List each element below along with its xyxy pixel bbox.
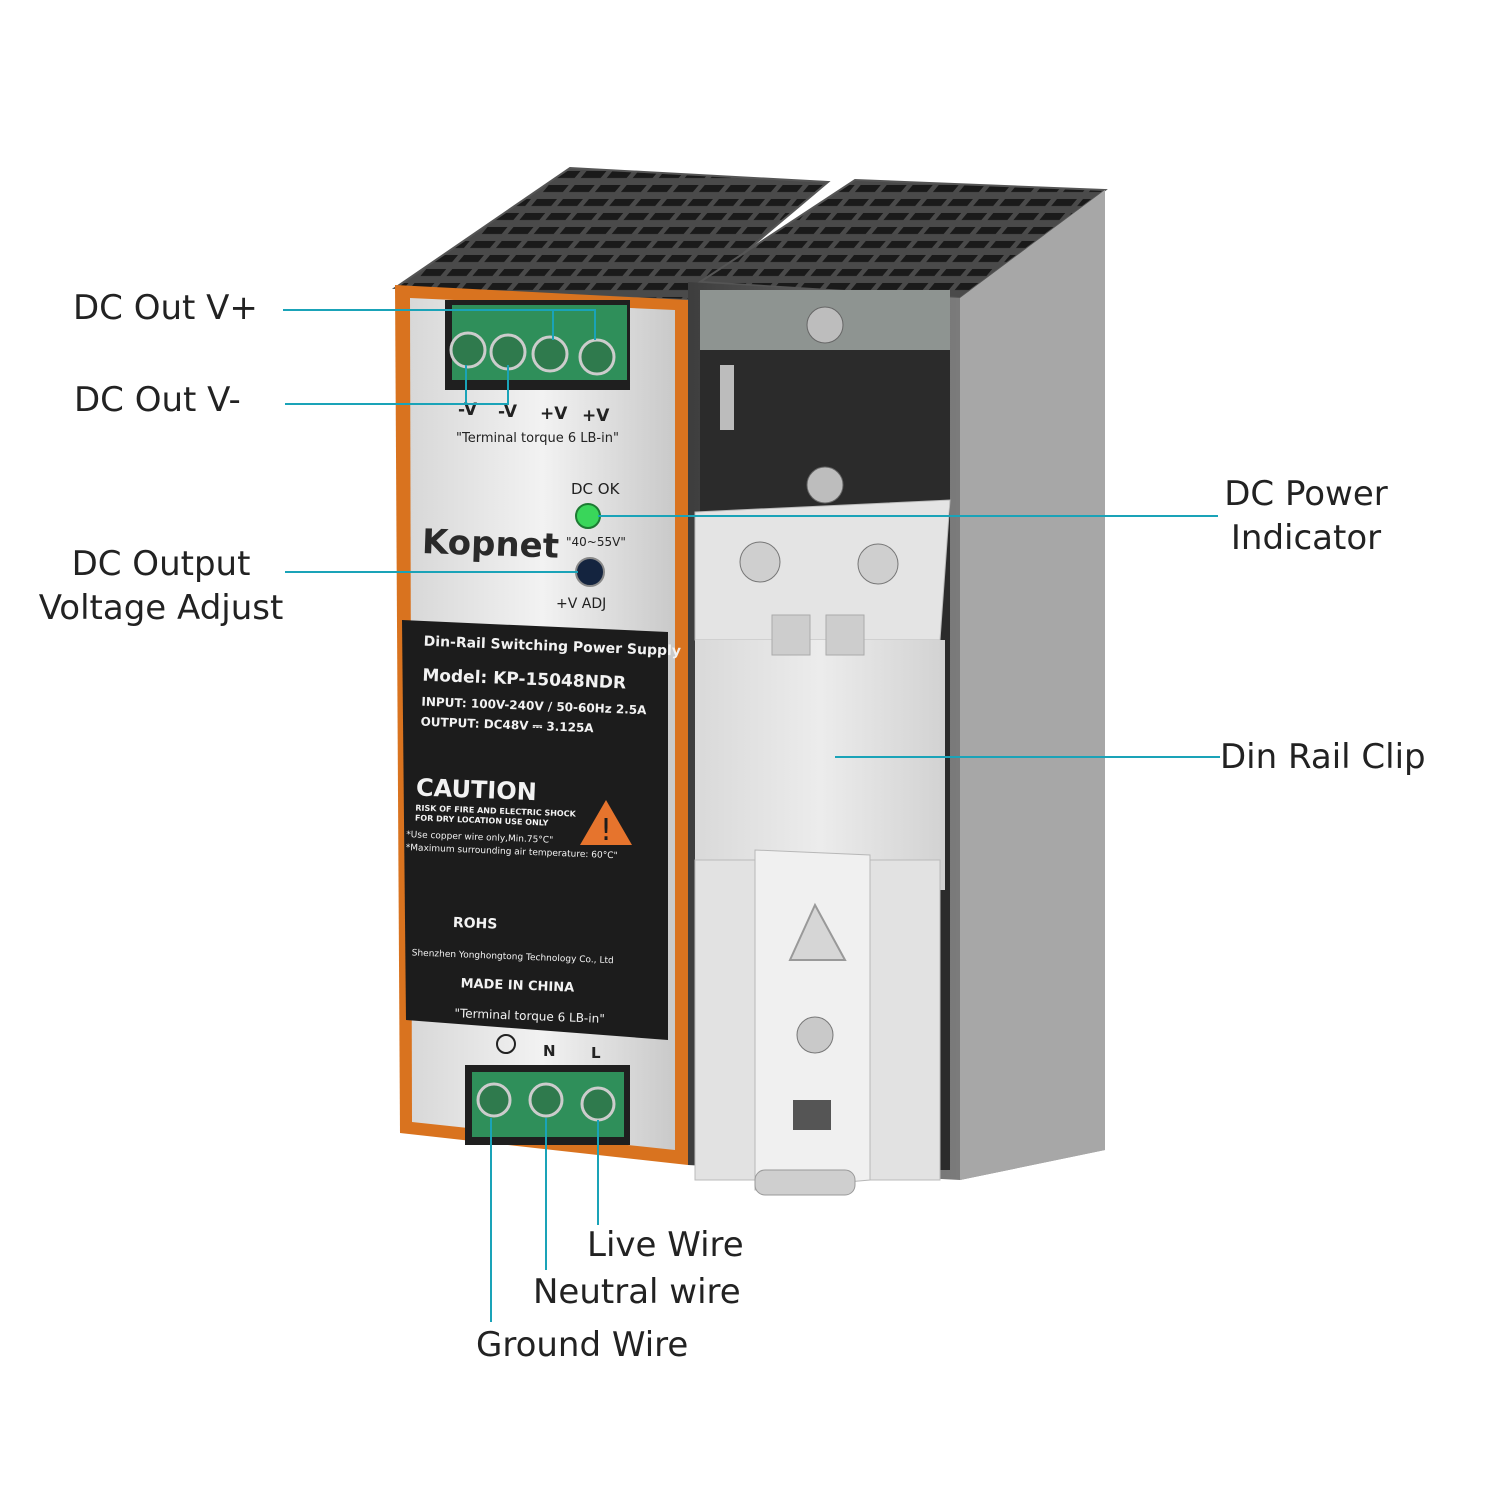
brand-logo: Kopnet <box>421 522 559 567</box>
callout-dc-output-adjust-line1: DC Output <box>71 544 251 584</box>
line-dc-out-vminus <box>285 365 509 405</box>
line-dc-out-vplus <box>283 309 596 340</box>
label-made-in: MADE IN CHINA <box>460 976 574 995</box>
label-caution: CAUTION <box>416 773 538 806</box>
callout-dc-output-adjust-line2: Voltage Adjust <box>38 588 284 628</box>
ground-symbol-icon <box>496 1034 516 1054</box>
terminal-label-4: +V <box>582 406 610 426</box>
callout-dc-power-indicator: DC Power Indicator <box>1218 472 1394 560</box>
callout-ground-wire: Ground Wire <box>476 1325 689 1365</box>
input-label-l: L <box>591 1044 601 1062</box>
dc-ok-label: DC OK <box>571 480 621 498</box>
callout-dc-output-adjust: DC Output Voltage Adjust <box>38 542 284 630</box>
adj-label: +V ADJ <box>556 596 606 612</box>
callout-dc-out-vplus: DC Out V+ <box>73 288 258 328</box>
terminal-label-2: -V <box>498 402 518 422</box>
label-certs: ROHS <box>453 915 498 933</box>
svg-text:!: ! <box>600 813 612 848</box>
terminal-label-3: +V <box>540 404 568 424</box>
callout-neutral-wire: Neutral wire <box>533 1272 741 1312</box>
callout-dc-power-indicator-line1: DC Power <box>1224 474 1388 514</box>
callout-din-rail-clip: Din Rail Clip <box>1220 737 1426 777</box>
terminal-torque-bottom: "Terminal torque 6 LB-in" <box>454 1006 605 1026</box>
voltage-range: "40~55V" <box>566 535 626 549</box>
callout-dc-power-indicator-line2: Indicator <box>1230 518 1382 558</box>
callout-lines <box>283 309 1220 1322</box>
din-rail-clip <box>694 499 951 1196</box>
front-panel: ! <box>395 285 688 1165</box>
callout-dc-out-vminus: DC Out V- <box>74 380 241 420</box>
terminal-torque-top: "Terminal torque 6 LB-in" <box>456 431 619 446</box>
callout-live-wire: Live Wire <box>587 1225 744 1265</box>
input-label-n: N <box>543 1042 556 1060</box>
label-output: OUTPUT: DC48V ⎓ 3.125A <box>420 715 594 736</box>
